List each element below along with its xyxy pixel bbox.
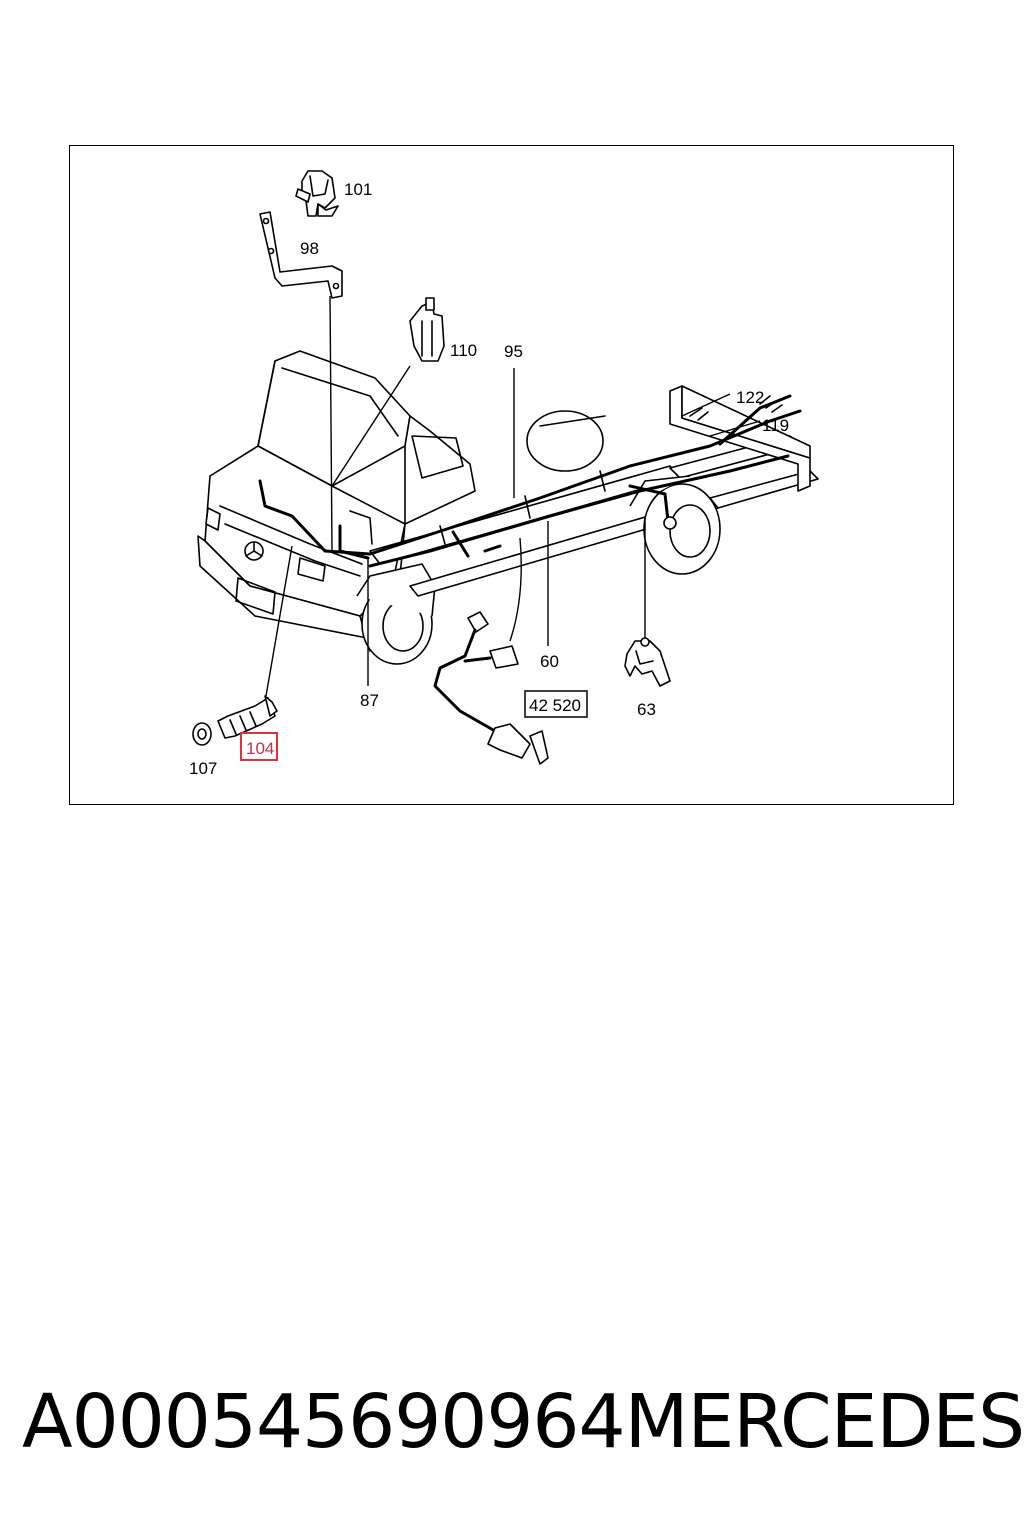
callout-104-highlight-box xyxy=(240,732,278,761)
callout-104: 104 xyxy=(246,739,274,758)
truck-cab-drawing xyxy=(197,350,476,665)
part-caption: A000545690964 MERCEDES xyxy=(22,1372,1024,1472)
part-98-bracket xyxy=(259,211,343,299)
callout-101: 101 xyxy=(344,180,372,199)
callout-95: 95 xyxy=(504,342,523,361)
wiring-harness-drawing xyxy=(258,394,802,568)
callout-110: 110 xyxy=(450,341,477,360)
part-number: A000545690964 xyxy=(22,1379,626,1465)
parts-diagram: 101 98 110 95 122 119 87 60 63 42 520 10… xyxy=(69,145,954,805)
callout-42520-box xyxy=(524,690,588,718)
brand-name: MERCEDES xyxy=(624,1379,1024,1465)
part-107-nut xyxy=(192,722,212,746)
callout-87: 87 xyxy=(360,691,379,710)
part-122-119-harness-end xyxy=(689,395,783,421)
callout-119: 119 xyxy=(762,416,789,435)
callout-42520: 42 520 xyxy=(529,696,581,715)
callout-107: 107 xyxy=(189,759,217,778)
callout-60: 60 xyxy=(540,652,559,671)
diagram-canvas: 101 98 110 95 122 119 87 60 63 42 520 10… xyxy=(189,170,819,778)
part-101-clip xyxy=(295,170,339,217)
leader-lines xyxy=(265,295,761,697)
callout-63: 63 xyxy=(637,700,656,719)
part-110-switch xyxy=(409,297,445,362)
part-63-clamp xyxy=(624,637,671,687)
chassis-frame-drawing xyxy=(369,385,819,597)
callout-122: 122 xyxy=(736,388,764,407)
callout-98: 98 xyxy=(300,239,319,258)
part-42520-sensor-cable xyxy=(433,611,549,765)
part-104-sensor xyxy=(217,695,278,739)
